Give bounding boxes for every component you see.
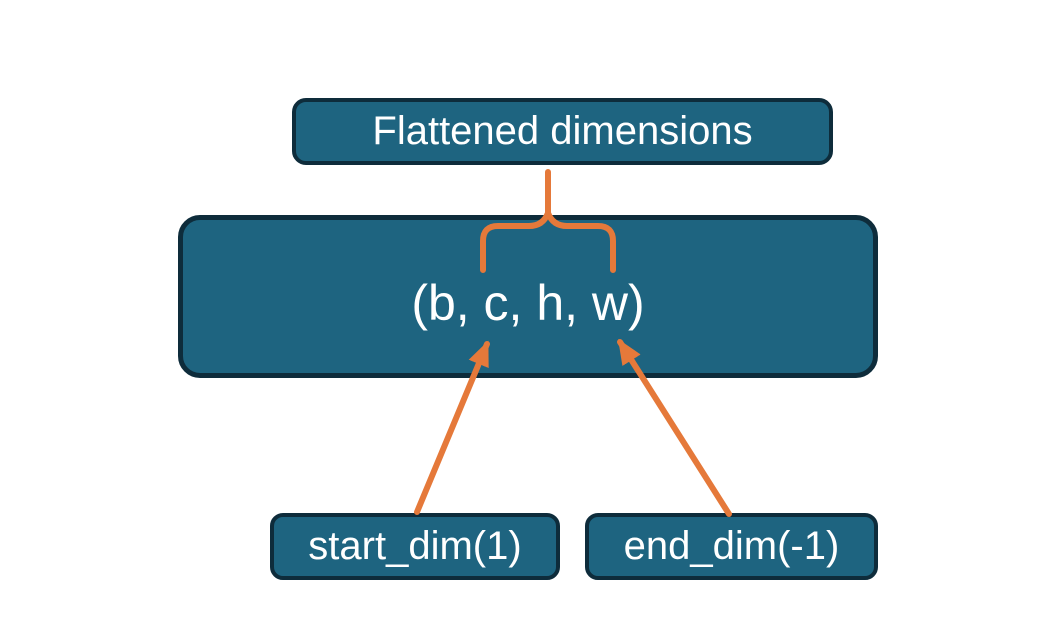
node-end-dim: end_dim(-1) [585, 513, 878, 580]
node-flattened-dimensions: Flattened dimensions [292, 98, 833, 165]
node-end-dim-label: end_dim(-1) [623, 524, 840, 568]
node-start-dim-label: start_dim(1) [308, 524, 522, 568]
node-tensor-shape: (b, c, h, w) [178, 215, 878, 378]
node-flattened-dimensions-label: Flattened dimensions [372, 109, 753, 153]
node-tensor-shape-label: (b, c, h, w) [411, 274, 645, 331]
node-start-dim: start_dim(1) [270, 513, 560, 580]
